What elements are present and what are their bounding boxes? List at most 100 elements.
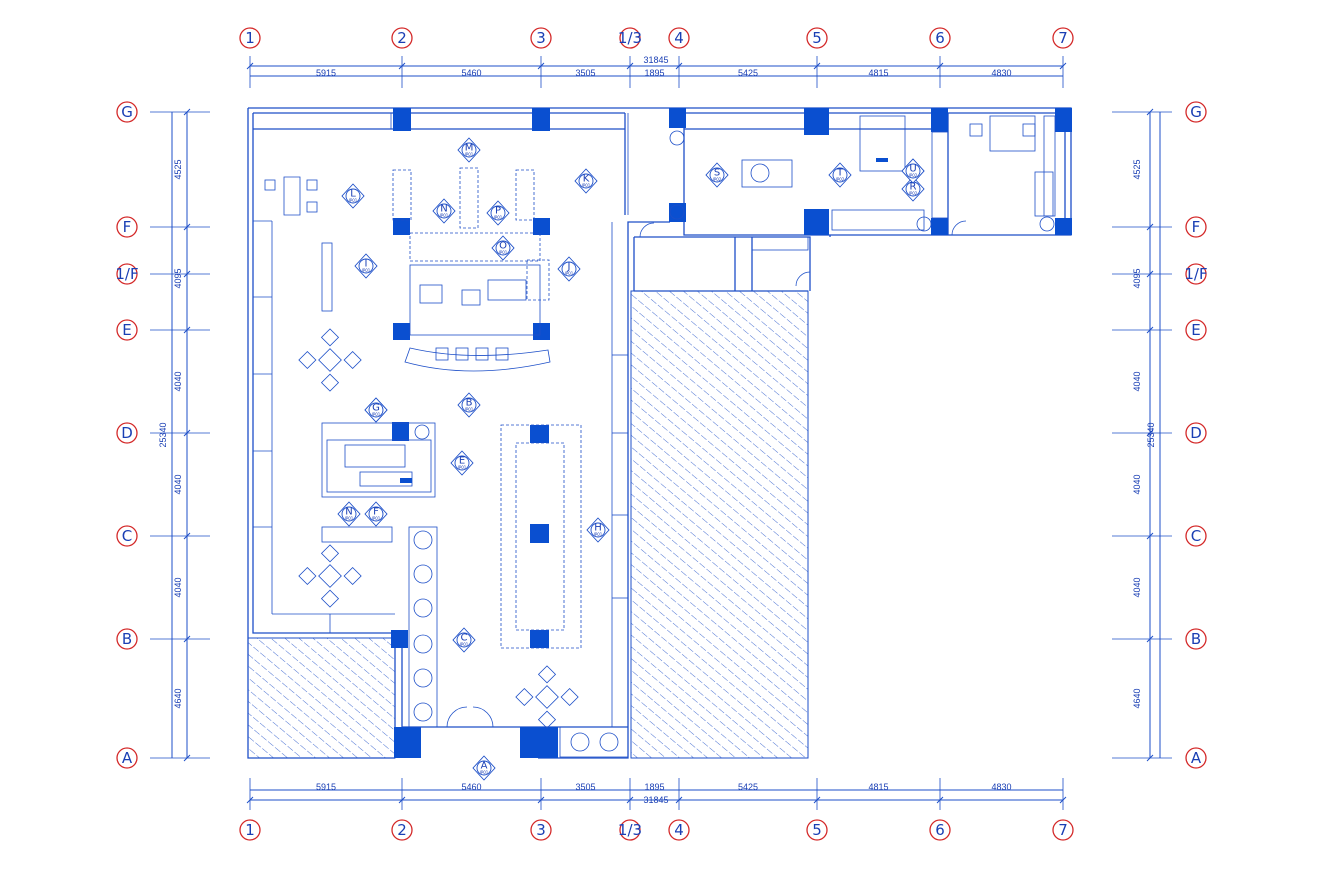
dim-tick (936, 62, 944, 70)
grid-bubble-label: B (122, 630, 132, 648)
view-marker-circle (578, 173, 594, 189)
view-marker-sheet: IP01 (494, 215, 503, 220)
dim-label-bottom: 5460 (461, 782, 481, 792)
dim-total-vertical: 25340 (158, 422, 168, 447)
dim-tick (936, 796, 944, 804)
view-marker-sheet: IP01 (458, 465, 467, 470)
dim-label-vertical: 4040 (1132, 371, 1142, 391)
dim-label-top: 4830 (991, 68, 1011, 78)
dim-label-vertical: 4525 (173, 159, 183, 179)
view-marker-sheet: IP02 (713, 177, 722, 182)
dim-tick (398, 62, 406, 70)
dim-label-bottom: 1895 (644, 782, 664, 792)
dim-tick (1146, 326, 1154, 334)
view-marker-label: J (567, 262, 571, 273)
view-marker-sheet: IP01 (372, 412, 381, 417)
view-marker-circle (461, 142, 477, 158)
view-marker-circle (358, 258, 374, 274)
view-marker-label: R (910, 182, 917, 193)
grid-bubble-label: 3 (536, 29, 546, 47)
grid-bubble-column (391, 27, 413, 49)
dim-tick (675, 796, 683, 804)
view-marker-sheet: IP01 (349, 198, 358, 203)
dim-tick (675, 62, 683, 70)
grid-bubble-label: 6 (935, 29, 945, 47)
dim-tick (183, 108, 191, 116)
view-marker-label: L (350, 189, 356, 200)
grid-bubble-label: 2 (397, 821, 407, 839)
view-marker-label: U (909, 164, 916, 175)
grid-bubble-row (116, 628, 138, 650)
grid-bubble-column (668, 819, 690, 841)
dim-tick (1059, 796, 1067, 804)
grid-bubble-column (929, 819, 951, 841)
dim-tick (1146, 754, 1154, 762)
dim-label-vertical: 4040 (173, 371, 183, 391)
dim-tick (1146, 635, 1154, 643)
grid-bubble-label: G (1190, 103, 1202, 121)
view-marker-label: A (481, 761, 488, 772)
grid-bubble-row (1185, 263, 1207, 285)
grid-bubble-label: 6 (935, 821, 945, 839)
dim-label-bottom: 5425 (738, 782, 758, 792)
dim-label-vertical: 4040 (1132, 474, 1142, 494)
grid-bubble-label: D (1190, 424, 1202, 442)
view-marker-label: F (373, 507, 379, 518)
grid-bubble-row (116, 319, 138, 341)
grid-bubble-label: 1/F (115, 265, 138, 283)
grid-bubble-label: 5 (812, 821, 822, 839)
view-marker-circle (341, 506, 357, 522)
grid-bubble-label: 1/3 (618, 821, 642, 839)
view-marker-label: G (372, 403, 380, 414)
dim-tick (626, 796, 634, 804)
view-marker-sheet: IP01 (594, 532, 603, 537)
view-marker-label: E (459, 456, 465, 467)
dim-tick (183, 223, 191, 231)
dim-tick (246, 796, 254, 804)
dim-tick (537, 796, 545, 804)
dim-label-vertical: 4040 (1132, 577, 1142, 597)
grid-bubble-label: D (121, 424, 133, 442)
dim-tick (246, 62, 254, 70)
grid-bubble-row (116, 525, 138, 547)
view-marker-circle (345, 188, 361, 204)
dim-tick (1146, 223, 1154, 231)
view-marker-sheet: IP01 (465, 152, 474, 157)
grid-bubble-label: F (1192, 218, 1201, 236)
dim-tick (813, 62, 821, 70)
grid-bubble-label: 3 (536, 821, 546, 839)
view-marker-circle (456, 632, 472, 648)
dimension-chains: 5915591554605460350535051895189554255425… (158, 55, 1161, 805)
dim-label-bottom: 3505 (575, 782, 595, 792)
dim-tick (1146, 532, 1154, 540)
grid-bubble-row (1185, 101, 1207, 123)
dim-label-vertical: 4095 (173, 268, 183, 288)
view-marker-label: M (465, 143, 474, 154)
view-marker-circle (905, 163, 921, 179)
grid-bubble-column (1052, 27, 1074, 49)
grid-bubble-label: 1/3 (618, 29, 642, 47)
grid-bubble-row (116, 263, 138, 285)
dim-label-bottom: 4815 (868, 782, 888, 792)
view-marker-circle (490, 205, 506, 221)
grid-bubble-label: 7 (1058, 821, 1068, 839)
grid-bubble-row (116, 747, 138, 769)
grid-bubble-label: 1/F (1184, 265, 1207, 283)
view-marker-sheet: IP01 (440, 213, 449, 218)
grid-bubble-column (806, 819, 828, 841)
dim-total-vertical: 25340 (1146, 422, 1156, 447)
view-marker-circle (476, 760, 492, 776)
view-marker-circle (590, 522, 606, 538)
